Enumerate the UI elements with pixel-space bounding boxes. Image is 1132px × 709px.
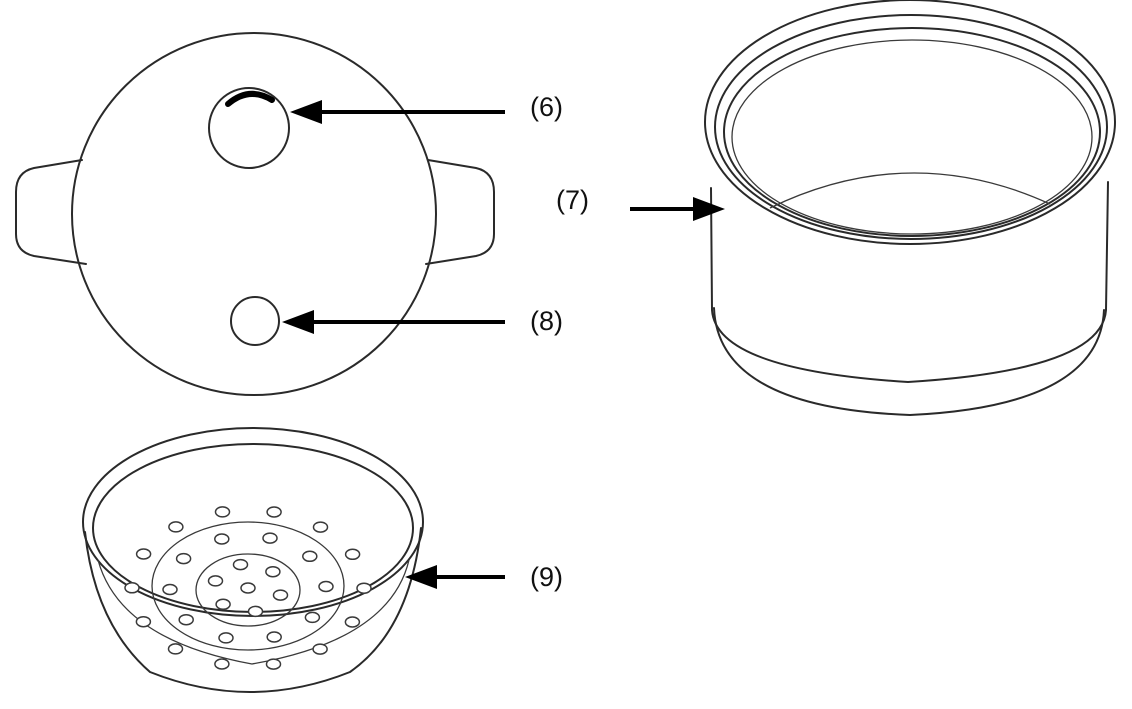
tray-hole <box>266 567 280 577</box>
tray-hole <box>267 659 281 669</box>
tray-hole <box>136 617 150 627</box>
tray-hole <box>163 585 177 595</box>
tray-hole <box>125 583 139 593</box>
tray-hole <box>319 582 333 592</box>
tray-hole <box>345 617 359 627</box>
inner-pot <box>705 0 1115 415</box>
pot-inner-floor <box>770 173 1050 208</box>
tray-hole <box>346 549 360 559</box>
tray-hole <box>305 612 319 622</box>
tray-hole <box>137 549 151 559</box>
tray-hole <box>216 599 230 609</box>
lid-body <box>72 33 436 395</box>
lid <box>16 33 494 395</box>
tray-hole <box>267 632 281 642</box>
tray-holes <box>125 507 371 669</box>
tray-hole <box>267 507 281 517</box>
label-lid-vent: (6) <box>530 92 563 122</box>
pot-rim-inner-2 <box>724 28 1100 236</box>
tray-hole <box>179 615 193 625</box>
tray-hole <box>169 644 183 654</box>
tray-hole <box>249 606 263 616</box>
pot-rim-outer <box>705 0 1115 244</box>
tray-hole <box>169 522 183 532</box>
tray-hole <box>234 560 248 570</box>
tray-hole <box>314 522 328 532</box>
tray-hole <box>263 533 277 543</box>
label-lid-valve: (8) <box>530 306 563 336</box>
steam-tray <box>83 428 423 692</box>
label-steam-tray: (9) <box>530 562 563 592</box>
arrow-9 <box>405 565 505 589</box>
lid-vent <box>209 88 289 168</box>
lid-vent-slot <box>228 94 272 104</box>
tray-hole <box>215 659 229 669</box>
tray-hole <box>241 583 255 593</box>
pot-rim-inner-3 <box>732 40 1092 234</box>
tray-hole <box>357 583 371 593</box>
lid-valve <box>231 297 279 345</box>
tray-hole <box>313 644 327 654</box>
tray-hole <box>177 554 191 564</box>
tray-hole <box>216 507 230 517</box>
tray-hole <box>215 534 229 544</box>
tray-hole <box>303 551 317 561</box>
label-inner-pot: (7) <box>556 185 589 215</box>
tray-hole <box>274 590 288 600</box>
tray-hole <box>209 576 223 586</box>
tray-hole <box>219 633 233 643</box>
pot-rim-inner-1 <box>715 15 1107 239</box>
